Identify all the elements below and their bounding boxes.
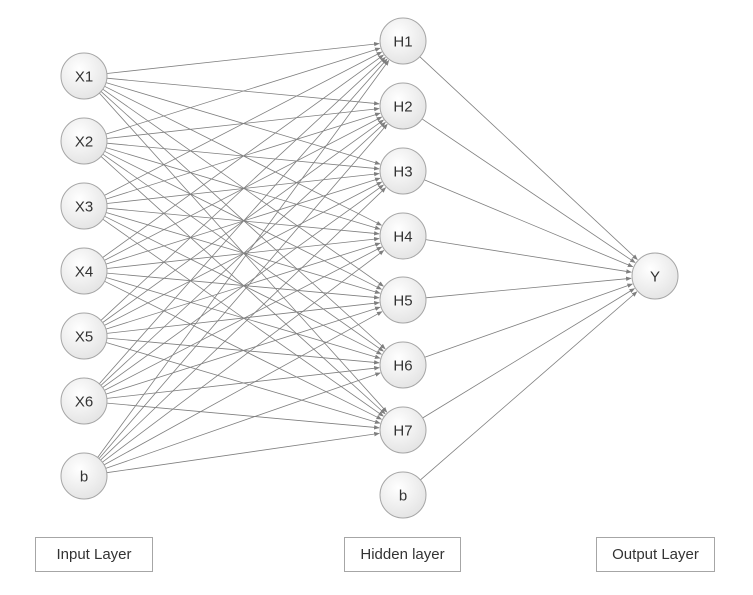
edge-x2-h5: [104, 150, 383, 290]
edge-x5-h1: [100, 56, 386, 321]
output-node-y: Y: [631, 252, 679, 300]
output-layer-label: Output Layer: [596, 537, 715, 572]
hidden-node-h1-circle: [379, 17, 427, 65]
edge-b-h5: [103, 311, 383, 466]
edge-x4-h1: [102, 54, 384, 258]
hidden-node-h3-circle: [379, 147, 427, 195]
edge-hidden-h1-y: [419, 56, 638, 260]
input-node-x5: X5: [60, 312, 108, 360]
hidden-node-h4-label: H4: [393, 229, 412, 246]
input-node-x1-label: X1: [75, 69, 93, 86]
input-node-x6-label: X6: [75, 394, 93, 411]
hidden-node-h6-label: H6: [393, 358, 412, 375]
hidden-node-h1: H1: [379, 17, 427, 65]
input-node-bias-circle: [60, 452, 108, 500]
hidden-node-h5: H5: [379, 276, 427, 324]
hidden-node-h6-circle: [379, 341, 427, 389]
edge-b-h7: [106, 431, 380, 474]
edge-b-h1: [97, 59, 390, 458]
hidden-node-h3-label: H3: [393, 164, 412, 181]
hidden-node-h5-circle: [379, 276, 427, 324]
input-node-x2-label: X2: [75, 134, 93, 151]
hidden-node-h5-label: H5: [393, 293, 412, 310]
input-node-x6-circle: [60, 377, 108, 425]
hidden-node-h2: H2: [379, 82, 427, 130]
edge-b-h3: [100, 187, 387, 461]
edge-x6-h1: [99, 58, 388, 385]
input-node-x3: X3: [60, 182, 108, 230]
hidden-node-h2-label: H2: [393, 99, 412, 116]
edge-b-h6: [105, 372, 381, 469]
hidden-node-h4-circle: [379, 212, 427, 260]
output-node-y-label: Y: [650, 269, 660, 286]
edge-x5-h5: [106, 301, 380, 334]
connections: [97, 41, 638, 481]
input-node-x1: X1: [60, 52, 108, 100]
edge-x2-h1: [105, 47, 381, 135]
hidden-node-h3: H3: [379, 147, 427, 195]
input-node-x2: X2: [60, 117, 108, 165]
edge-hidden-h3-y: [424, 179, 634, 268]
input-node-x4: X4: [60, 247, 108, 295]
edge-hidden-b-y: [420, 291, 638, 481]
hidden-node-h6: H6: [379, 341, 427, 389]
edge-x6-h3: [102, 184, 384, 388]
hidden-node-h7-circle: [379, 406, 427, 454]
input-node-x4-circle: [60, 247, 108, 295]
hidden-node-h4: H4: [379, 212, 427, 260]
input-layer-label: Input Layer: [35, 537, 153, 572]
input-node-x4-label: X4: [75, 264, 93, 281]
edge-hidden-h6-y: [424, 283, 633, 358]
hidden-node-bias-circle: [379, 471, 427, 519]
edge-x4-h5: [106, 272, 380, 300]
edge-b-h2: [98, 123, 388, 459]
edge-x3-h5: [105, 212, 381, 294]
input-node-x6: X6: [60, 377, 108, 425]
input-node-x1-circle: [60, 52, 108, 100]
hidden-node-h1-label: H1: [393, 34, 412, 51]
hidden-node-h2-circle: [379, 82, 427, 130]
input-node-bias-label: b: [80, 469, 88, 486]
hidden-node-bias-label: b: [399, 488, 407, 505]
edge-hidden-h4-y: [425, 239, 632, 274]
input-node-x3-circle: [60, 182, 108, 230]
edge-x3-h1: [104, 51, 383, 196]
edge-x6-h7: [106, 402, 380, 430]
edge-x6-h5: [105, 306, 381, 395]
edge-x1-h1: [106, 41, 380, 74]
input-node-x3-label: X3: [75, 199, 93, 216]
edge-hidden-h2-y: [421, 118, 636, 263]
hidden-node-h7: H7: [379, 406, 427, 454]
output-node-y-circle: [631, 252, 679, 300]
edge-x1-h5: [102, 88, 384, 287]
edge-x6-h6: [106, 366, 380, 399]
edge-x6-h4: [104, 246, 383, 391]
edge-hidden-h7-y: [422, 288, 635, 419]
input-node-bias: b: [60, 452, 108, 500]
hidden-node-bias: b: [379, 471, 427, 519]
input-node-x5-label: X5: [75, 329, 93, 346]
input-node-x5-circle: [60, 312, 108, 360]
edge-x6-h2: [100, 121, 386, 386]
input-node-x2-circle: [60, 117, 108, 165]
edge-b-h4: [102, 250, 385, 463]
hidden-layer-label: Hidden layer: [344, 537, 461, 572]
edge-hidden-h5-y: [425, 276, 632, 299]
hidden-node-h7-label: H7: [393, 423, 412, 440]
